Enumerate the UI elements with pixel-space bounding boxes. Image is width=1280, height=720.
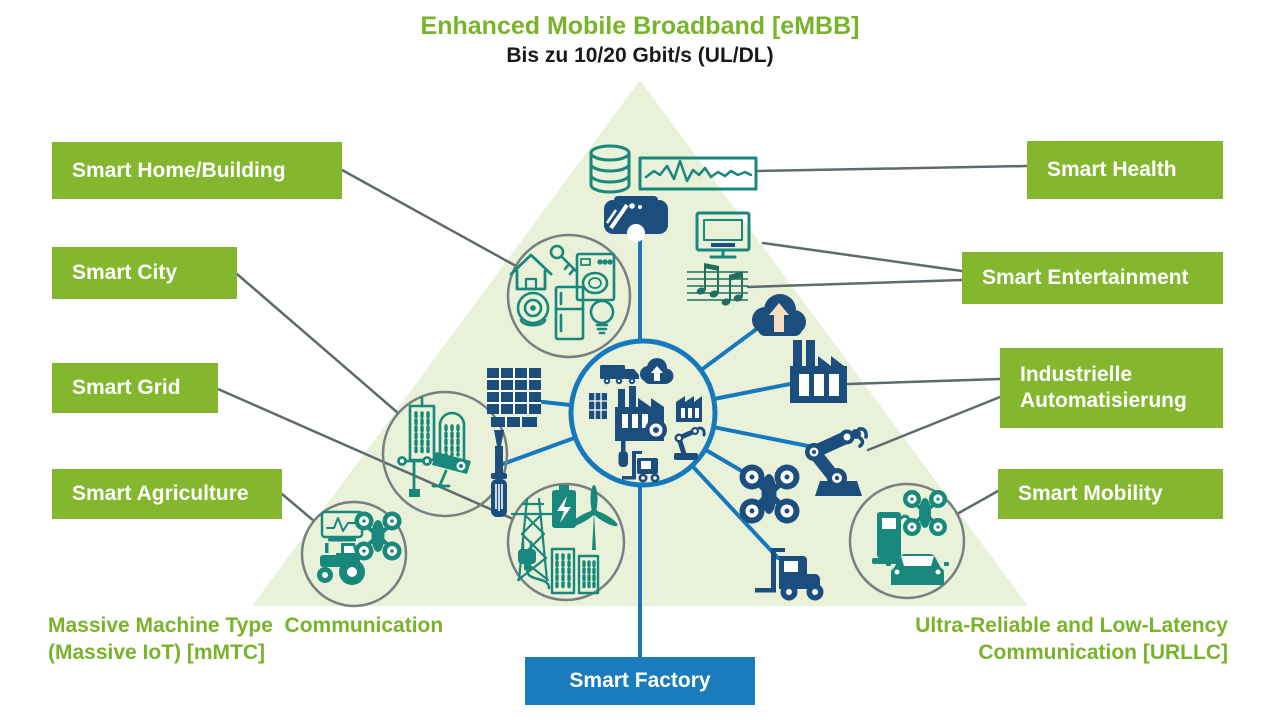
smart-health-label: Smart Health (1027, 141, 1223, 199)
tractor-icon (317, 543, 365, 585)
solar-panel-small-icon (589, 393, 607, 419)
city-buildings-icon (550, 547, 600, 595)
wind-turbine-icon (570, 485, 618, 550)
smart-grid-circle (506, 482, 626, 602)
screwdriver-icon (491, 430, 507, 517)
smart-health-label-text: Smart Health (1047, 158, 1177, 181)
skyscraper-icon (408, 396, 466, 462)
smart-factory-hub-icons (589, 358, 706, 483)
headline: Enhanced Mobile Broadband [eMBB] Bis zu … (0, 12, 1280, 68)
smart-home-circle (506, 233, 632, 359)
washing-machine-icon (575, 252, 616, 302)
smart-entertainment-label-text: Smart Entertainment (982, 266, 1189, 289)
lightbulb-icon (589, 299, 615, 335)
smart-agriculture-label-text: Smart Agriculture (72, 482, 249, 505)
urllc-heading: Ultra-Reliable and Low-Latency Communica… (915, 612, 1228, 666)
page-subtitle: Bis zu 10/20 Gbit/s (UL/DL) (506, 44, 774, 67)
power-pylon-icon (510, 497, 556, 582)
urllc-heading-line2: Communication [URLLC] (978, 641, 1228, 664)
fridge-icon (554, 285, 585, 341)
cctv-camera-icon (431, 452, 471, 488)
smart-grid-label: Smart Grid (52, 363, 218, 413)
desktop-monitor-icon (695, 211, 751, 259)
ecg-monitor-icon (638, 156, 758, 191)
mmtc-heading-line2: (Massive IoT) [mMTC] (48, 641, 266, 664)
factory-gear-icon (615, 386, 667, 441)
vr-headset-icon (604, 196, 668, 242)
smart-agriculture-circle (300, 500, 408, 608)
industrial-automation-label: Industrielle Automatisierung (1000, 348, 1223, 428)
page-title: Enhanced Mobile Broadband [eMBB] (420, 12, 860, 40)
mmtc-heading-line1: Massive Machine Type Communication (48, 614, 444, 637)
smart-mobility-label: Smart Mobility (998, 469, 1223, 519)
screwdriver-small-icon (618, 431, 628, 467)
key-icon (549, 244, 578, 276)
connector-lines-gray (216, 164, 1029, 523)
factory-small-icon (676, 396, 702, 422)
forklift-icon (755, 548, 824, 601)
smart-city-circle (381, 390, 509, 518)
smart-factory-label-text: Smart Factory (569, 669, 711, 692)
truck-icon (600, 365, 639, 385)
solar-panel-icon (487, 368, 541, 427)
smart-entertainment-label: Smart Entertainment (962, 252, 1223, 304)
battery-icon (552, 485, 576, 528)
industrial-automation-line2: Automatisierung (1020, 389, 1187, 412)
factory-icon (790, 340, 847, 403)
robot-arm-icon (805, 427, 868, 496)
forklift-small-icon (622, 451, 660, 483)
robot-arm-small-icon (674, 426, 706, 460)
smart-factory-label: Smart Factory (525, 657, 755, 705)
smart-city-label-text: Smart City (72, 261, 178, 284)
power-plug-icon (518, 540, 551, 590)
delivery-drone-icon (739, 464, 800, 524)
music-notes-icon (687, 263, 748, 306)
smart-mobility-label-text: Smart Mobility (1018, 482, 1163, 505)
smart-mobility-circle (848, 482, 966, 600)
cloud-upload-icon (752, 294, 806, 336)
street-lamp-icon (397, 456, 432, 497)
smart-home-label-text: Smart Home/Building (72, 158, 286, 182)
mobility-drone-icon (903, 490, 947, 536)
industrial-automation-line1: Industrielle (1020, 363, 1133, 386)
mmtc-heading: Massive Machine Type Communication (Mass… (48, 612, 443, 666)
smart-home-label: Smart Home/Building (52, 142, 342, 199)
car-icon (886, 554, 949, 585)
house-icon (509, 253, 553, 291)
database-icon (589, 144, 631, 194)
smart-city-label: Smart City (52, 247, 237, 299)
smart-agriculture-label: Smart Agriculture (52, 469, 282, 519)
smart-grid-label-text: Smart Grid (72, 376, 181, 399)
agriculture-drone-icon (354, 511, 402, 561)
cloud-icon (640, 358, 674, 384)
urllc-heading-line1: Ultra-Reliable and Low-Latency (915, 614, 1228, 637)
webcam-icon (516, 291, 550, 327)
